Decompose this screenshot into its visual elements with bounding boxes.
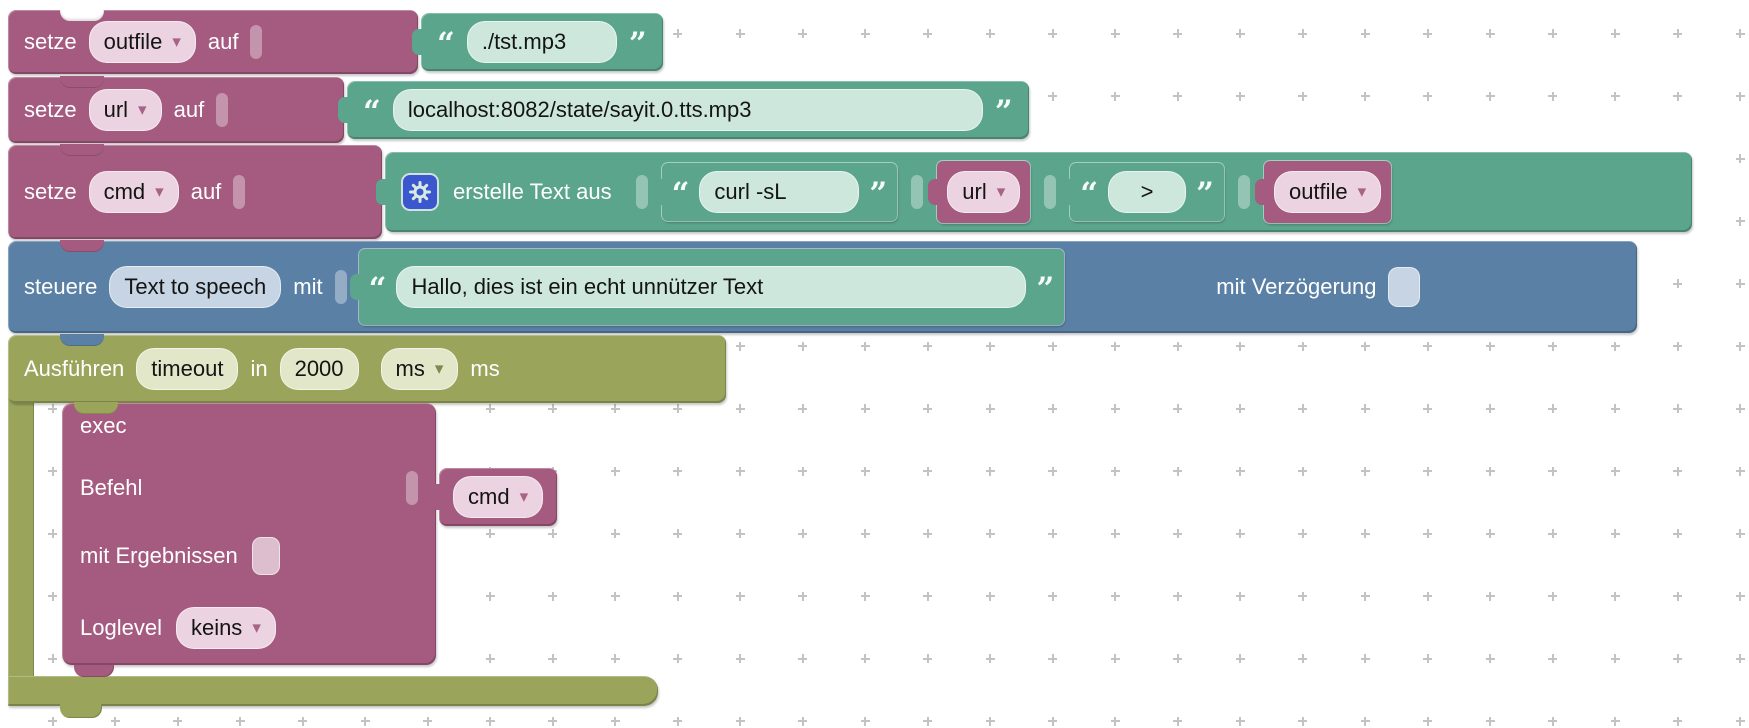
close-quote-icon: ” bbox=[994, 93, 1013, 130]
item-socket-cut bbox=[635, 175, 648, 209]
exec-command-socket-cut bbox=[406, 471, 418, 505]
value-tab bbox=[928, 179, 939, 205]
value-tab bbox=[652, 179, 663, 205]
open-quote-icon: “ bbox=[363, 93, 381, 130]
close-quote-icon: ” bbox=[1036, 270, 1055, 307]
timeout-in-label: in bbox=[250, 356, 268, 381]
timeout-unit-dropdown[interactable]: ms bbox=[380, 348, 459, 390]
timeout-statement-arm bbox=[8, 396, 34, 706]
string-value-field[interactable]: localhost:8082/state/sayit.0.tts.mp3 bbox=[392, 89, 983, 131]
open-quote-icon: “ bbox=[671, 175, 690, 212]
dropdown-arrow-icon bbox=[138, 100, 147, 120]
dropdown-arrow-icon bbox=[172, 32, 181, 52]
delay-checkbox[interactable] bbox=[1388, 267, 1421, 307]
value-socket-cut bbox=[334, 270, 347, 304]
exec-loglevel-dropdown[interactable]: keins bbox=[175, 607, 276, 649]
block-exec[interactable]: exec Befehl mit Ergebnissen Loglevel kei… bbox=[62, 402, 436, 677]
timeout-duration-field[interactable]: 2000 bbox=[279, 348, 359, 390]
timeout-unit-label: ms bbox=[470, 356, 500, 381]
variable-dropdown-outfile[interactable]: outfile bbox=[88, 21, 196, 63]
set-preposition-label: auf bbox=[173, 97, 205, 122]
exec-command-label: Befehl bbox=[80, 475, 143, 500]
top-notch bbox=[60, 9, 104, 21]
message-field[interactable]: Hallo, dies ist ein echt unnützer Text bbox=[396, 266, 1027, 308]
close-quote-icon: ” bbox=[1196, 175, 1214, 212]
item-socket-cut bbox=[1044, 175, 1057, 209]
open-quote-icon: “ bbox=[1080, 175, 1099, 212]
string-value-field[interactable]: curl -sL bbox=[699, 171, 860, 213]
dropdown-arrow-icon bbox=[1358, 182, 1367, 202]
close-quote-icon: ” bbox=[628, 25, 647, 62]
value-tab bbox=[412, 29, 422, 55]
block-sayit[interactable]: steuere Text to speech mit “ Hallo, dies… bbox=[8, 240, 1637, 333]
text-join-block[interactable]: erstelle Text aus “ curl -sL ” url “ > ” bbox=[376, 152, 1692, 232]
variable-dropdown-url[interactable]: url bbox=[947, 171, 1021, 213]
dropdown-arrow-icon bbox=[435, 359, 444, 379]
variable-dropdown-outfile[interactable]: outfile bbox=[1273, 171, 1382, 213]
top-notch bbox=[60, 144, 104, 156]
variable-block-cmd[interactable]: cmd bbox=[430, 468, 558, 526]
timeout-bottom-notch bbox=[60, 704, 102, 718]
open-quote-icon: “ bbox=[437, 25, 455, 62]
open-quote-icon: “ bbox=[368, 270, 387, 307]
timeout-keyword-label: Ausführen bbox=[24, 356, 125, 381]
variable-block-outfile[interactable]: outfile bbox=[1254, 161, 1392, 223]
value-tab bbox=[376, 179, 386, 205]
exec-results-checkbox[interactable] bbox=[251, 537, 280, 575]
value-socket-cut bbox=[233, 175, 246, 209]
dropdown-arrow-icon bbox=[520, 487, 529, 507]
variable-dropdown-url[interactable]: url bbox=[88, 89, 162, 131]
string-block-url-value[interactable]: “ localhost:8082/state/sayit.0.tts.mp3 ” bbox=[338, 81, 1029, 139]
variable-dropdown-cmd[interactable]: cmd bbox=[453, 476, 544, 518]
string-block-message[interactable]: “ Hallo, dies ist ein echt unnützer Text… bbox=[349, 249, 1065, 325]
gear-icon bbox=[409, 181, 431, 203]
top-notch bbox=[60, 240, 104, 252]
top-notch bbox=[60, 76, 104, 88]
sayit-instance-field[interactable]: Text to speech bbox=[109, 266, 282, 308]
dropdown-arrow-icon bbox=[155, 182, 164, 202]
variable-dropdown-cmd[interactable]: cmd bbox=[88, 171, 179, 213]
value-tab bbox=[430, 484, 440, 510]
value-tab bbox=[1061, 179, 1072, 205]
set-keyword-label: setze bbox=[24, 179, 77, 204]
set-preposition-label: auf bbox=[207, 29, 239, 54]
exec-title-label: exec bbox=[80, 413, 127, 438]
timeout-name-field[interactable]: timeout bbox=[136, 348, 239, 390]
value-socket-cut bbox=[216, 93, 229, 127]
exec-loglevel-label: Loglevel bbox=[80, 615, 162, 640]
string-value-field[interactable]: > bbox=[1108, 171, 1187, 213]
item-socket-cut bbox=[1237, 175, 1250, 209]
top-notch bbox=[60, 334, 104, 346]
sayit-preposition-label: mit bbox=[293, 274, 323, 299]
bottom-notch bbox=[74, 665, 114, 677]
value-tab bbox=[1254, 179, 1265, 205]
delay-label: mit Verzögerung bbox=[1216, 274, 1377, 299]
block-timeout-header[interactable]: Ausführen timeout in 2000 ms ms bbox=[8, 334, 726, 403]
exec-results-label: mit Ergebnissen bbox=[80, 543, 238, 568]
mutator-gear-button[interactable] bbox=[401, 173, 439, 211]
string-block-outfile-value[interactable]: “ ./tst.mp3 ” bbox=[412, 13, 663, 71]
value-tab bbox=[338, 97, 348, 123]
dropdown-arrow-icon bbox=[252, 618, 261, 638]
sayit-keyword-label: steuere bbox=[24, 274, 98, 299]
timeout-footer-bar bbox=[8, 676, 658, 706]
set-keyword-label: setze bbox=[24, 97, 77, 122]
string-block-curl[interactable]: “ curl -sL ” bbox=[652, 163, 898, 221]
value-socket-cut bbox=[250, 25, 263, 59]
set-preposition-label: auf bbox=[190, 179, 222, 204]
block-set-cmd[interactable]: setze cmd auf bbox=[8, 144, 382, 239]
text-join-label: erstelle Text aus bbox=[453, 179, 612, 204]
block-set-outfile[interactable]: setze outfile auf bbox=[8, 9, 418, 74]
string-block-gt[interactable]: “ > ” bbox=[1061, 163, 1224, 221]
string-value-field[interactable]: ./tst.mp3 bbox=[466, 21, 617, 63]
variable-block-url[interactable]: url bbox=[928, 161, 1031, 223]
close-quote-icon: ” bbox=[869, 175, 888, 212]
value-tab bbox=[349, 274, 360, 300]
set-keyword-label: setze bbox=[24, 29, 77, 54]
dropdown-arrow-icon bbox=[997, 182, 1006, 202]
item-socket-cut bbox=[911, 175, 924, 209]
top-notch bbox=[74, 402, 118, 414]
block-set-url[interactable]: setze url auf bbox=[8, 76, 344, 143]
